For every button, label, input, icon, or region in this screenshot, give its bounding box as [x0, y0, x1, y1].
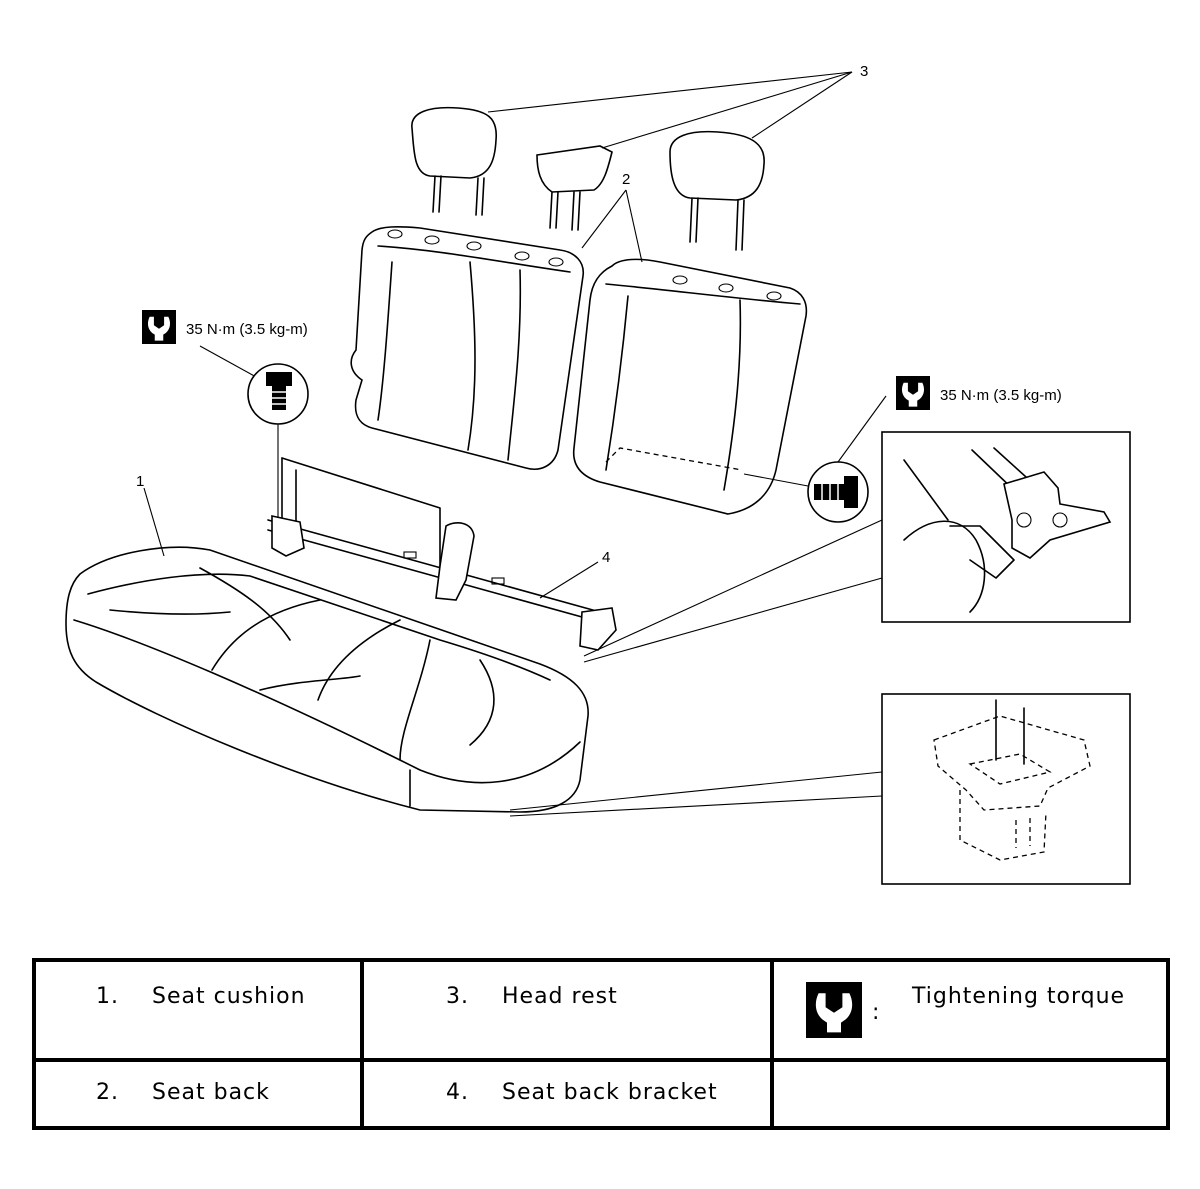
- legend-table: 1. Seat cushion 3. Head rest : Tightenin…: [32, 958, 1170, 1130]
- legend-number: 3.: [446, 984, 469, 1009]
- seat-back-left: [350, 226, 585, 470]
- legend-separator: :: [872, 1000, 881, 1025]
- legend-label: Seat cushion: [152, 984, 306, 1009]
- torque-left-value: 35 N·m (3.5 kg-m): [186, 321, 308, 338]
- callout-1: 1: [136, 473, 165, 557]
- legend-item-empty: [770, 1058, 1170, 1130]
- legend-item-torque: : Tightening torque: [770, 958, 1170, 1062]
- callout-4-label: 4: [602, 549, 610, 566]
- torque-wrench-icon: [806, 982, 862, 1038]
- torque-spec-right: 35 N·m (3.5 kg-m): [896, 376, 1062, 410]
- head-rest-right: [669, 130, 765, 251]
- detail-view-anchor: [509, 693, 1131, 885]
- torque-spec-left: 35 N·m (3.5 kg-m): [142, 310, 308, 344]
- seat-back-right: [572, 258, 808, 515]
- legend-number: 2.: [96, 1080, 119, 1105]
- legend-label: Tightening torque: [912, 984, 1126, 1009]
- rear-seat-exploded-diagram: 3 2: [65, 63, 1131, 885]
- callout-2-label: 2: [622, 171, 630, 188]
- legend-label: Seat back bracket: [502, 1080, 718, 1105]
- torque-wrench-icon-right: [896, 376, 930, 410]
- legend-number: 1.: [96, 984, 119, 1009]
- seat-cushion: [65, 546, 589, 813]
- legend-label: Seat back: [152, 1080, 270, 1105]
- legend-number: 4.: [446, 1080, 469, 1105]
- callout-1-label: 1: [136, 473, 144, 490]
- legend-item-2: 2. Seat back: [32, 1058, 364, 1130]
- head-rest-center: [536, 145, 613, 231]
- callout-3: 3: [487, 63, 868, 149]
- torque-right-value: 35 N·m (3.5 kg-m): [940, 387, 1062, 404]
- legend-item-1: 1. Seat cushion: [32, 958, 364, 1062]
- callout-2: 2: [581, 171, 643, 263]
- legend-label: Head rest: [502, 984, 618, 1009]
- torque-wrench-icon: [142, 310, 176, 344]
- head-rest-left: [411, 106, 498, 216]
- bolt-left: [199, 345, 309, 518]
- seat-back-bracket: [267, 457, 617, 651]
- callout-3-label: 3: [860, 63, 868, 80]
- legend-item-3: 3. Head rest: [360, 958, 774, 1062]
- callout-4: 4: [539, 549, 610, 599]
- bolt-right: [743, 395, 887, 523]
- detail-view-latch: [583, 431, 1131, 663]
- legend-item-4: 4. Seat back bracket: [360, 1058, 774, 1130]
